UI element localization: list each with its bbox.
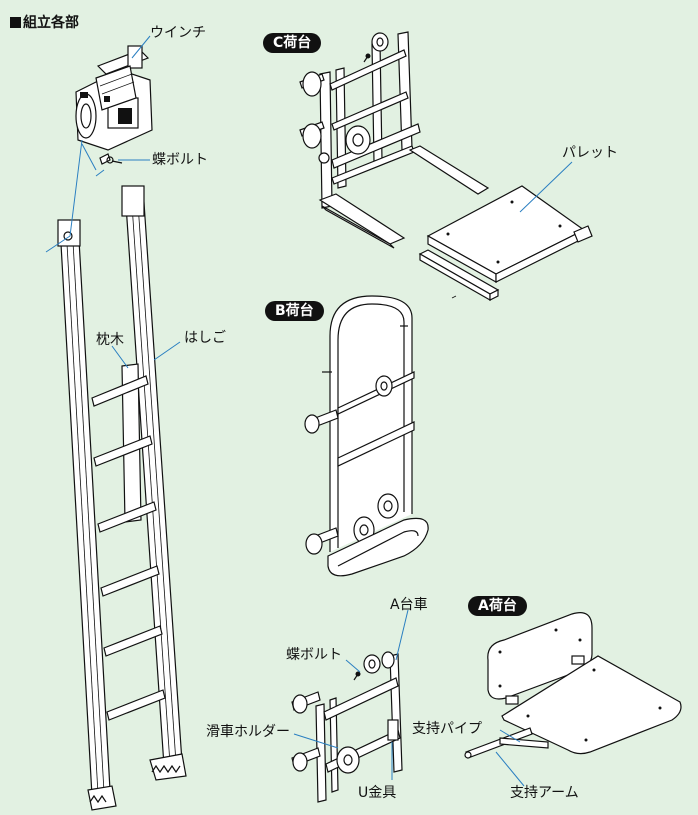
- title-square-icon: [10, 17, 21, 28]
- a-cart-drawing: [291, 651, 403, 803]
- u-bracket-label: U金具: [358, 785, 397, 801]
- b-platform-drawing: [304, 295, 429, 577]
- a-platform-badge: A荷台: [468, 596, 527, 616]
- support-arm-label: 支持アーム: [510, 785, 579, 801]
- pallet-drawing: [418, 185, 593, 302]
- leader-lines: [45, 35, 573, 787]
- pillow-label: 枕木: [96, 332, 124, 348]
- section-title-text: 組立各部: [23, 15, 79, 31]
- winch-drawing: [75, 45, 153, 151]
- a-platform-drawing: [464, 612, 682, 759]
- c-platform-drawing: [299, 31, 490, 249]
- c-platform-badge: C荷台: [263, 33, 322, 53]
- butterfly-bolt-top-label: 蝶ボルト: [152, 152, 208, 168]
- support-pipe-label: 支持パイプ: [412, 721, 482, 737]
- a-cart-label: A台車: [390, 597, 428, 613]
- pulley-holder-label: 滑車ホルダー: [206, 724, 290, 740]
- pallet-label: パレット: [562, 145, 618, 161]
- butterfly-bolt-bottom-label: 蝶ボルト: [286, 647, 342, 663]
- winch-label: ウインチ: [150, 25, 206, 41]
- butterfly-bolt-top-drawing: [99, 153, 123, 165]
- ladder-drawing: [57, 185, 187, 811]
- ladder-label: はしご: [184, 330, 226, 346]
- section-title: 組立各部: [10, 12, 79, 32]
- b-platform-badge: B荷台: [265, 301, 324, 321]
